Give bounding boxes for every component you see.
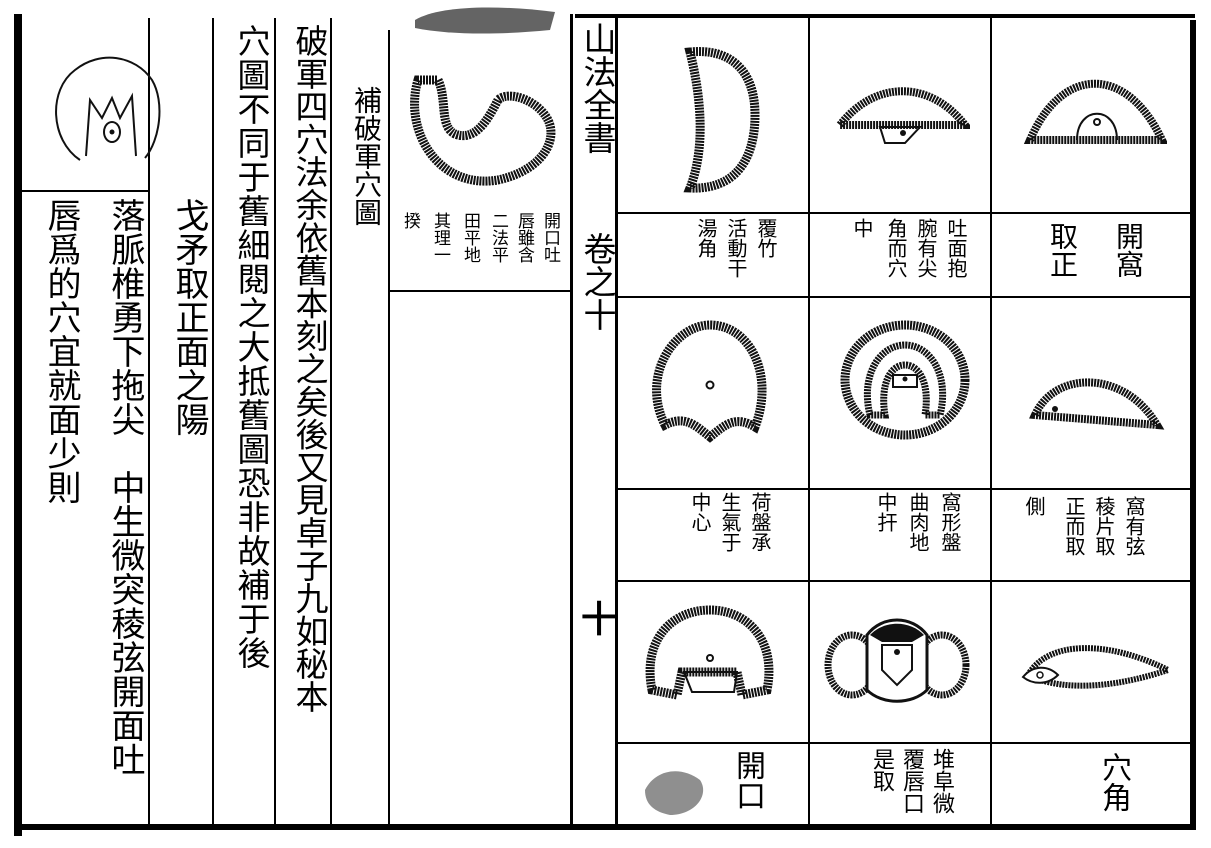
crescent-slope-figure xyxy=(1029,378,1165,430)
caption-3-col-3: 湯角 xyxy=(694,218,718,258)
caption-5-col-3: 中扞 xyxy=(874,492,898,532)
text-column-5: 唇爲的穴宜就面少則 xyxy=(41,198,81,504)
caption-8-col-3: 是取 xyxy=(869,748,894,792)
figure-caption-col-1: 開口吐 xyxy=(540,212,560,263)
grid-rule xyxy=(618,580,1193,582)
caption-6-col-2: 生氣于 xyxy=(718,492,742,552)
text-column-4: 落脈椎勇下拖尖 中生微突稜弦開面吐 xyxy=(105,198,145,776)
caption-3-col-1: 覆竹 xyxy=(754,218,778,258)
rule xyxy=(212,18,214,826)
grid-rule xyxy=(618,296,1193,298)
half-moon-figure xyxy=(835,87,970,144)
rule xyxy=(148,18,150,826)
grid-rule xyxy=(618,212,1193,214)
spine-right xyxy=(615,14,618,828)
caption-2-col-1: 吐面抱 xyxy=(944,218,968,278)
ink-smudge xyxy=(415,7,555,34)
page-border-right xyxy=(1190,20,1196,830)
rule xyxy=(388,30,390,826)
rule xyxy=(390,290,570,292)
rule xyxy=(22,190,148,192)
caption-5-col-2: 曲肉地 xyxy=(906,492,930,552)
caption-4-col-3: 正而取 xyxy=(1062,496,1086,556)
figure-caption-col-6: 揆 xyxy=(400,212,420,229)
caption-2-col-4: 中 xyxy=(850,218,874,238)
figure-caption-col-4: 田平地 xyxy=(460,212,480,263)
ring-mound-figure xyxy=(840,320,970,440)
caption-3-col-2: 活動干 xyxy=(724,218,748,278)
chart-heading: 補破軍穴圖 xyxy=(350,86,383,226)
d-shape-mound-figure xyxy=(683,47,760,193)
caption-1-col-2: 取正 xyxy=(1046,222,1079,278)
fish-shaped-figure xyxy=(1021,645,1176,689)
text-column-3: 戈矛取正面之陽 xyxy=(169,198,209,436)
figure-caption-col-2: 唇雖含 xyxy=(514,212,534,263)
figure-caption-col-3: 二法平 xyxy=(488,212,508,263)
volume-number: 卷之十 xyxy=(578,232,617,331)
ink-smudge xyxy=(645,771,704,815)
caption-1-col-1: 開窩 xyxy=(1112,222,1145,278)
grid-rule xyxy=(990,18,992,826)
page-border-top-right xyxy=(575,14,1195,18)
page-border-bottom xyxy=(14,824,1196,830)
arch-mound-figure xyxy=(1023,79,1167,144)
caption-7-col-1: 穴角 xyxy=(1096,752,1131,812)
caption-6-col-1: 荷盤承 xyxy=(748,492,772,552)
caption-8-col-1: 堆阜微 xyxy=(929,748,954,814)
grid-rule xyxy=(808,18,810,826)
round-hill-figure xyxy=(652,320,767,443)
rule xyxy=(330,18,332,826)
forked-mound-figure xyxy=(55,56,161,161)
grid-rule xyxy=(618,488,1193,490)
lotus-dish-figure xyxy=(645,605,774,701)
caption-5-col-1: 窩形盤 xyxy=(938,492,962,552)
text-column-1: 破軍四穴法余依舊本刻之矣後又見卓子九如秘本 xyxy=(290,24,329,713)
folio-number: 十 xyxy=(575,600,617,636)
caption-8-col-2: 覆唇口 xyxy=(899,748,924,814)
hook-mound-figure xyxy=(410,75,556,186)
rule xyxy=(274,18,276,826)
caption-4-col-2: 稜片取 xyxy=(1092,496,1116,556)
book-title: 山法全書 xyxy=(578,22,617,154)
figure-caption-col-5: 其理一 xyxy=(430,212,450,263)
caption-6-col-3: 中心 xyxy=(688,492,712,532)
caption-2-col-2: 腕有尖 xyxy=(914,218,938,278)
spine-left xyxy=(570,14,573,828)
caption-9-col-1: 開口 xyxy=(730,750,765,810)
mound-cluster-figure xyxy=(824,618,970,703)
text-column-2: 穴圖不同于舊細閱之大抵舊圖恐非故補于後 xyxy=(232,24,271,670)
caption-4-col-1: 窩有弦 xyxy=(1122,496,1146,556)
caption-2-col-3: 角而穴 xyxy=(884,218,908,278)
caption-4-col-4: 側 xyxy=(1022,496,1046,516)
grid-rule xyxy=(618,742,1193,744)
page-border-left xyxy=(14,14,22,836)
